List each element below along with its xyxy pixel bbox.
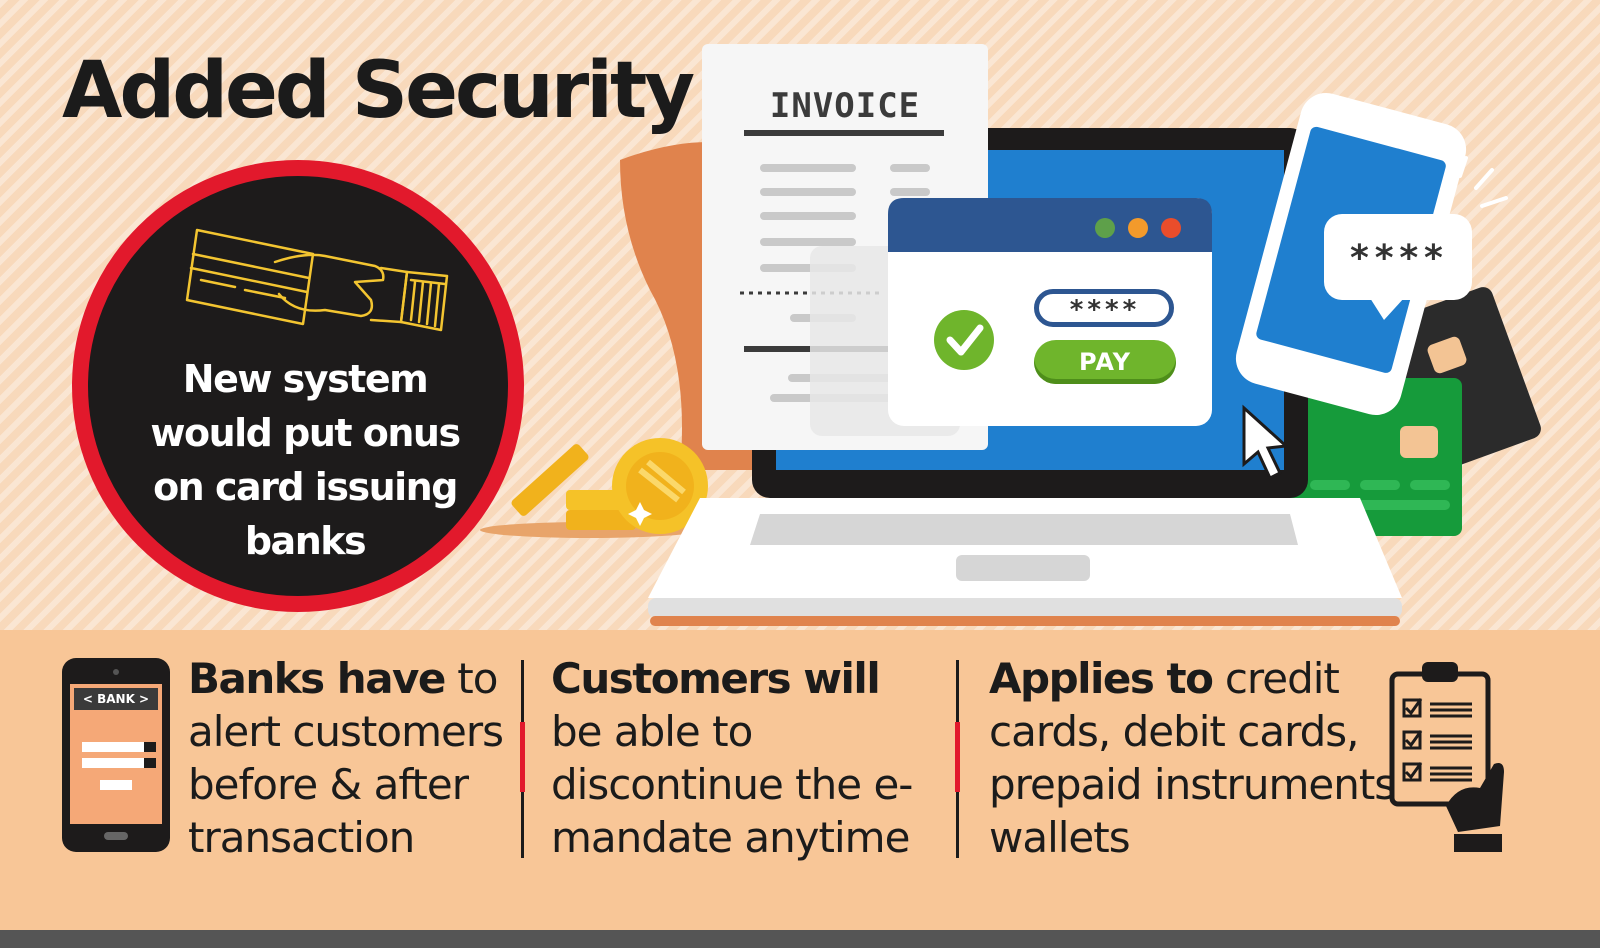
info-text: credit cards, debit cards, prepaid instr… bbox=[989, 654, 1440, 862]
column-divider bbox=[520, 660, 525, 858]
payment-illustration bbox=[480, 44, 1541, 626]
card-in-hand-icon bbox=[185, 228, 449, 332]
info-text: to alert customers before & after transa… bbox=[188, 654, 504, 862]
info-bold: Banks have bbox=[188, 654, 446, 703]
info-column-customers: Customers will be able to discontinue th… bbox=[551, 652, 941, 864]
info-bold: Applies to bbox=[989, 654, 1214, 703]
pay-button: PAY bbox=[1034, 340, 1176, 384]
bottom-panel bbox=[0, 630, 1600, 930]
column-divider bbox=[955, 660, 960, 858]
checklist-icon bbox=[1389, 662, 1504, 852]
info-column-applies: Applies to credit cards, debit cards, pr… bbox=[989, 652, 1459, 864]
highlight-line: New system bbox=[182, 357, 429, 401]
highlight-text: New system would put onus on card issuin… bbox=[130, 352, 480, 568]
check-icon bbox=[934, 310, 994, 370]
cursor-icon bbox=[1242, 404, 1290, 481]
info-bold: Customers will bbox=[551, 654, 881, 703]
info-column-banks: Banks have to alert customers before & a… bbox=[188, 652, 518, 864]
invoice-title: INVOICE bbox=[769, 86, 921, 126]
coins-icon bbox=[480, 438, 708, 538]
otp-bubble: **** bbox=[1324, 214, 1472, 320]
bank-label: < BANK > bbox=[82, 692, 150, 706]
info-text: be able to discontinue the e-mandate any… bbox=[551, 707, 913, 862]
page-title: Added Security bbox=[62, 46, 695, 136]
highlight-line: on card issuing bbox=[153, 465, 458, 509]
bank-phone-icon bbox=[62, 658, 170, 852]
highlight-line: banks bbox=[244, 519, 367, 563]
password-field: **** bbox=[1034, 289, 1174, 327]
highlight-line: would put onus bbox=[150, 411, 461, 455]
footer-bar bbox=[0, 930, 1600, 948]
highlight-circle bbox=[72, 160, 524, 612]
